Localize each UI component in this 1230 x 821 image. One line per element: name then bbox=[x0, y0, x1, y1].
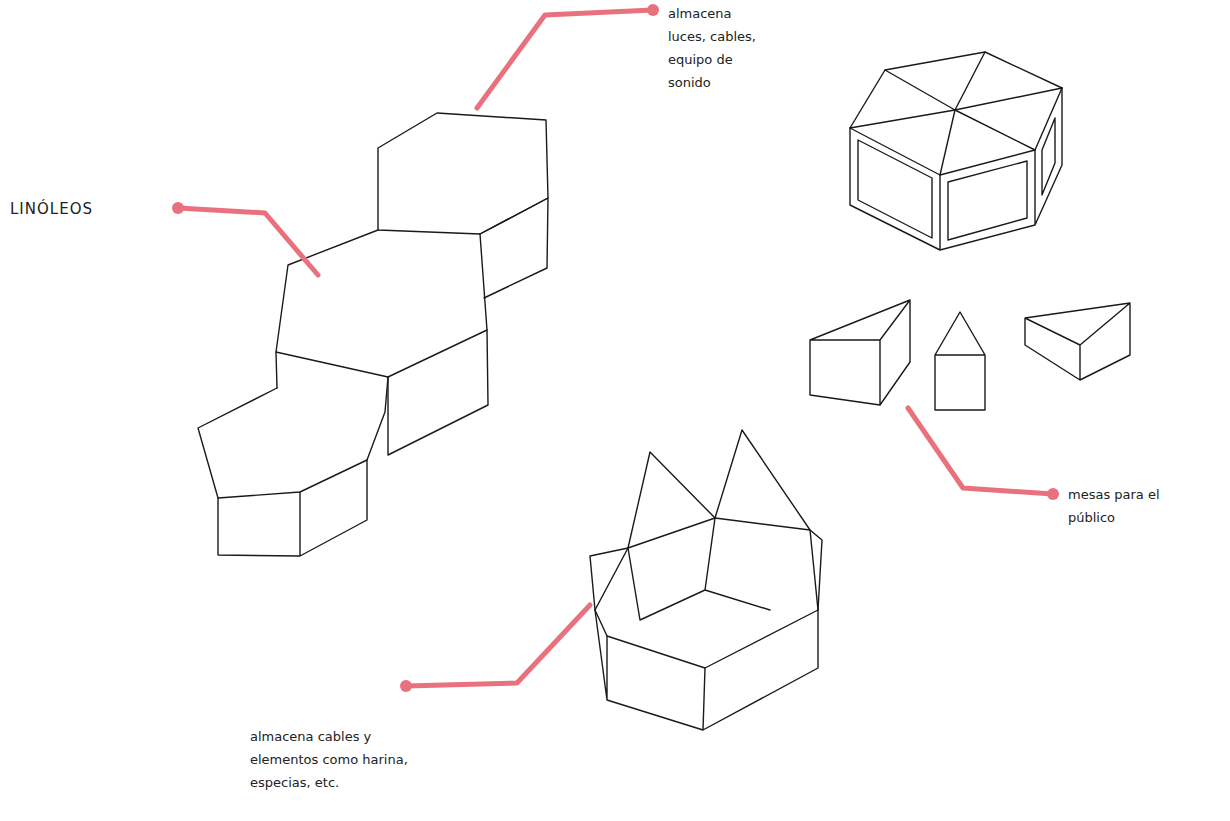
callout-label: almacena cables y elementos como harina,… bbox=[250, 725, 425, 794]
callout-label: almacena luces, cables, equipo de sonido bbox=[668, 2, 773, 94]
public-tables bbox=[810, 300, 1130, 410]
stacked-hexagon-platform bbox=[198, 113, 548, 556]
table-1 bbox=[810, 300, 910, 405]
top-block bbox=[378, 113, 548, 234]
bottom-block-front bbox=[218, 460, 367, 556]
leader-dot bbox=[400, 680, 412, 692]
middle-block-top bbox=[276, 230, 487, 377]
leader-dots bbox=[172, 4, 1059, 692]
callout-label: mesas para el público bbox=[1068, 483, 1188, 529]
crown-base-top bbox=[595, 518, 818, 668]
leader-line bbox=[406, 605, 590, 686]
hexagonal-storage-box bbox=[850, 52, 1062, 250]
leader-dot bbox=[647, 4, 659, 16]
crown-storage bbox=[590, 430, 822, 730]
leader-dot bbox=[172, 202, 184, 214]
leader-line bbox=[178, 208, 318, 275]
crown-spikes bbox=[590, 430, 822, 610]
bottom-block-top bbox=[198, 377, 388, 498]
box-top bbox=[850, 52, 1062, 175]
leader-line bbox=[477, 10, 653, 108]
crown-base-front bbox=[595, 610, 818, 730]
middle-block-front bbox=[276, 330, 488, 455]
box-panels bbox=[858, 118, 1055, 240]
leader-dot bbox=[1047, 488, 1059, 500]
top-block-side bbox=[480, 198, 548, 298]
box-sides bbox=[850, 88, 1062, 250]
leader-line bbox=[908, 408, 1053, 494]
callout-label: LINÓLEOS bbox=[10, 199, 93, 219]
box-top-triangles bbox=[850, 52, 1062, 175]
table-3 bbox=[1025, 303, 1130, 380]
crown-inner bbox=[628, 518, 770, 620]
table-2 bbox=[935, 312, 985, 410]
leader-lines bbox=[178, 10, 1053, 686]
